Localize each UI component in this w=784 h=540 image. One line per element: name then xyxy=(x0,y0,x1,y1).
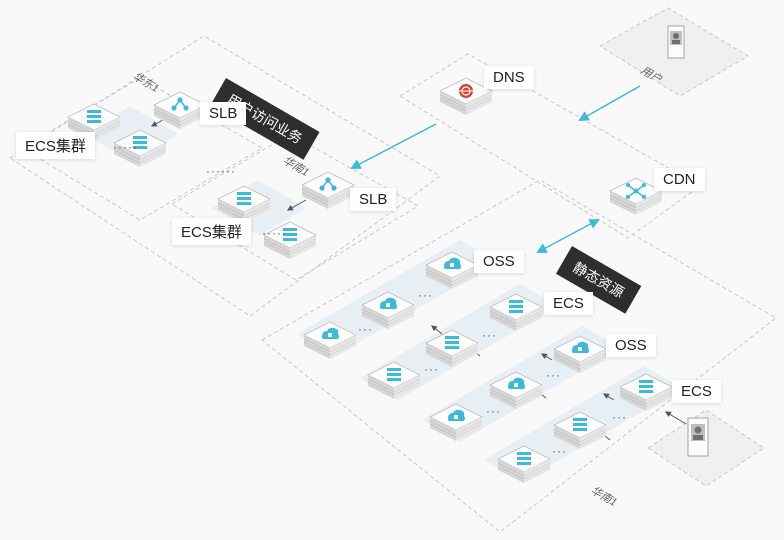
label-slb-1: SLB xyxy=(200,102,247,125)
ecs-server-icon xyxy=(517,452,531,465)
zone-east-1 xyxy=(21,77,263,221)
dots-north: ····· xyxy=(262,226,287,240)
zone-static-resources xyxy=(261,179,777,533)
label-ecs-1: ECS xyxy=(544,292,593,315)
dots-r2b: ··· xyxy=(482,328,497,342)
zone-north-1 xyxy=(171,133,419,281)
arrow-user-to-dns-zone xyxy=(578,85,641,122)
ecs-server-icon xyxy=(573,418,587,431)
label-cdn: CDN xyxy=(654,168,705,191)
link-slb2-to-ecs xyxy=(286,199,307,211)
link-up-5 xyxy=(540,353,553,361)
dots-r3b: ··· xyxy=(546,368,561,382)
ecs-server-icon xyxy=(445,336,459,349)
label-oss-2: OSS xyxy=(606,334,656,357)
label-ecs-2: ECS xyxy=(672,380,721,403)
dots-east: ····· xyxy=(113,140,138,154)
label-slb-2: SLB xyxy=(350,188,397,211)
node-slb-2[interactable] xyxy=(301,171,355,210)
dots-r3a: ··· xyxy=(486,404,501,418)
link-user-bottom-to-ecs xyxy=(664,411,687,425)
ecs-server-icon xyxy=(509,300,523,313)
zones xyxy=(9,7,777,533)
dots-r1a: ··· xyxy=(358,322,373,336)
node-slb-1[interactable] xyxy=(153,91,207,130)
link-up-6 xyxy=(602,393,615,401)
user-icon xyxy=(673,33,679,39)
dots-r2a: ··· xyxy=(424,362,439,376)
dots-r4b: ··· xyxy=(612,410,627,424)
arrow-cdn-oss xyxy=(536,219,600,253)
connectors xyxy=(150,85,687,441)
ecs-server-icon xyxy=(639,380,653,393)
label-dns: DNS xyxy=(484,66,534,89)
label-ecs-cluster-1: ECS集群 xyxy=(16,132,95,159)
label-oss-1: OSS xyxy=(474,250,524,273)
dots-between-regions: ······ xyxy=(206,164,236,178)
label-ecs-cluster-2: ECS集群 xyxy=(172,218,251,245)
ecs-server-icon xyxy=(387,368,401,381)
dots-r4a: ··· xyxy=(552,444,567,458)
node-user-top[interactable] xyxy=(667,25,685,59)
link-up-1 xyxy=(431,325,443,335)
dots-r1b: ··· xyxy=(418,288,433,302)
ecs-server-icon xyxy=(87,110,101,123)
zone-user-access xyxy=(9,35,441,317)
user-icon xyxy=(694,426,702,434)
ecs-server-icon xyxy=(237,192,251,205)
node-user-bottom[interactable] xyxy=(687,417,709,457)
arrow-dns-to-slb xyxy=(350,123,437,169)
dns-icon xyxy=(458,83,474,99)
